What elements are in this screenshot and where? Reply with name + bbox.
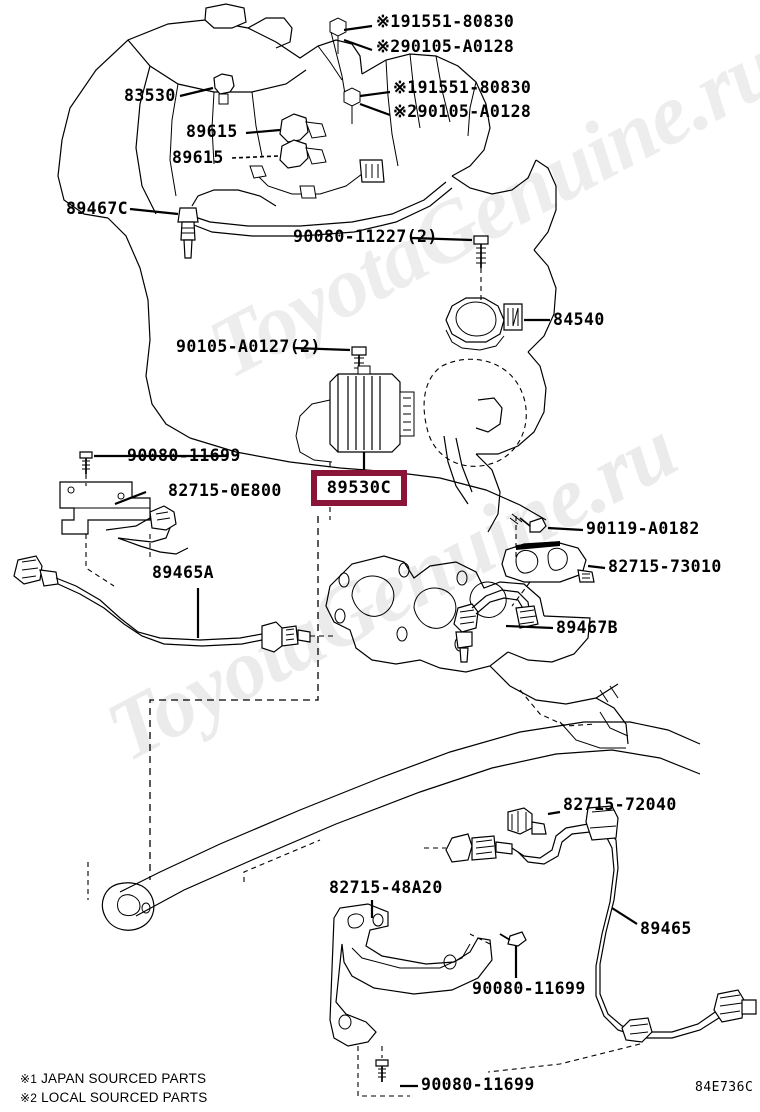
callout-label-90080-11699-bottom: 90080-11699 <box>421 1075 535 1094</box>
callout-label-90119-A0182: 90119-A0182 <box>586 519 700 538</box>
source-marker-2: ※2 <box>376 37 401 56</box>
callout-label-89467C: 89467C <box>66 199 129 218</box>
bracket-82715-48A20-group <box>330 904 526 1096</box>
callout-label-89465: 89465 <box>640 919 692 938</box>
sensor-89465-group <box>424 806 756 1072</box>
callout-number: 91551-80830 <box>400 12 515 31</box>
sensor-89465A-group <box>14 534 336 652</box>
callout-label-82715-48A20: 82715-48A20 <box>329 878 443 897</box>
footnote-text-2: LOCAL SOURCED PARTS <box>41 1090 208 1105</box>
bracket-82715-0E800-group <box>60 452 188 554</box>
source-marker-1: ※1 <box>376 12 401 31</box>
footnote-marker-2: ※2 <box>20 1091 38 1105</box>
callout-label-83530: 83530 <box>124 86 176 105</box>
callout-label-90080-11699-upper: 90080-11699 <box>127 446 241 465</box>
callout-label-84540: 84540 <box>553 310 605 329</box>
callout-number: 91551-80830 <box>417 78 532 97</box>
diagram-reference-code: 84E736C <box>695 1080 754 1095</box>
engine-assembly-group <box>58 4 556 532</box>
callout-label-90105-A0128-b: ※290105-A0128 <box>393 102 532 121</box>
callout-number: 90105-A0128 <box>400 37 515 56</box>
highlighted-part-box[interactable]: 89530C <box>311 470 407 506</box>
footnote-text-1: JAPAN SOURCED PARTS <box>41 1071 207 1086</box>
exhaust-manifold-group <box>326 556 628 744</box>
callout-label-91551-80830-a: ※191551-80830 <box>376 12 515 31</box>
callout-label-82715-73010: 82715-73010 <box>608 557 722 576</box>
source-marker-1: ※1 <box>393 78 418 97</box>
exhaust-pipe-lower-group <box>88 462 700 930</box>
callout-label-89467B: 89467B <box>556 618 619 637</box>
callout-label-89615-a: 89615 <box>186 122 238 141</box>
callout-label-90105-A0127: 90105-A0127(2) <box>176 337 321 356</box>
callout-label-90080-11699-mid: 90080-11699 <box>472 979 586 998</box>
footnote-local-sourced: ※2 LOCAL SOURCED PARTS <box>20 1089 207 1107</box>
callout-label-89615-b: 89615 <box>172 148 224 167</box>
callout-label-91551-80830-b: ※191551-80830 <box>393 78 532 97</box>
callout-label-90105-A0128-a: ※290105-A0128 <box>376 37 515 56</box>
callout-label-90080-11227: 90080-11227(2) <box>293 227 438 246</box>
leader-lines-group <box>94 26 637 1086</box>
callout-label-82715-72040: 82715-72040 <box>563 795 677 814</box>
callout-label-89465A: 89465A <box>152 563 215 582</box>
callout-number: 90105-A0128 <box>417 102 532 121</box>
highlighted-part-number: 89530C <box>326 477 392 498</box>
callout-label-82715-0E800: 82715-0E800 <box>168 481 282 500</box>
footnote-japan-sourced: ※1 JAPAN SOURCED PARTS <box>20 1070 206 1088</box>
sensor-89467B-group <box>454 514 594 662</box>
source-marker-2: ※2 <box>393 102 418 121</box>
footnote-marker-1: ※1 <box>20 1072 38 1086</box>
